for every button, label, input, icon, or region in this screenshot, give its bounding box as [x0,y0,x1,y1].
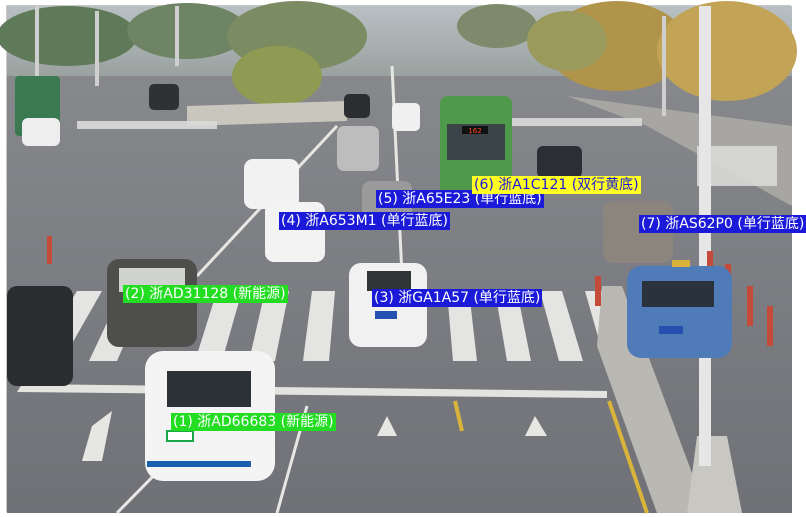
svg-text:162: 162 [468,127,481,135]
car-dark-right [537,146,582,178]
car-white-upper [244,159,299,209]
trees [0,1,797,106]
detection-label-7: (7) 浙AS62P0 (单行蓝底) [639,215,806,233]
car-white-far-2 [392,103,420,131]
detection-label-5: (5) 浙A65E23 (单行蓝底) [376,190,544,208]
detection-label-3: (3) 浙GA1A57 (单行蓝底) [372,289,543,307]
car-dark-far [149,84,179,110]
detection-label-2: (2) 浙AD31128 (新能源) [123,285,288,303]
car-dark-left [7,286,73,386]
car-white-far-left [22,118,60,146]
car-silver-mid [337,126,379,171]
green-bus: 162 [440,96,512,196]
taxi [627,266,732,358]
detection-label-1: (1) 浙AD66683 (新能源) [171,413,336,431]
car-dark-far-2 [344,94,370,118]
detection-label-4: (4) 浙A653M1 (单行蓝底) [279,212,450,230]
detection-label-6: (6) 浙A1C121 (双行黄底) [472,176,641,194]
car-4 [265,202,325,262]
